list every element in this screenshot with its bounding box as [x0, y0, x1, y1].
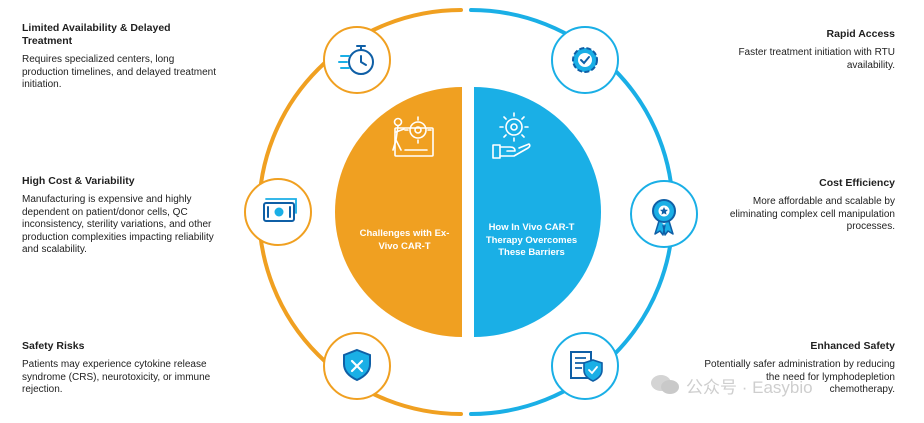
item-body: Faster treatment initiation with RTU ava… — [738, 47, 895, 71]
center-right-half — [474, 87, 601, 337]
right-item-cost-efficiency: Cost Efficiency More affordable and scal… — [715, 177, 895, 234]
item-title: Safety Risks — [22, 340, 85, 352]
hand-gear-icon — [492, 112, 531, 159]
item-title: Enhanced Safety — [810, 340, 895, 352]
right-item-rapid-access: Rapid Access Faster treatment initiation… — [700, 28, 895, 72]
right-node-1 — [551, 26, 619, 94]
chat-bubble-icon — [651, 375, 679, 394]
shield-x-icon — [343, 348, 371, 382]
item-body: More affordable and scalable by eliminat… — [729, 196, 895, 232]
right-item-safety: Enhanced Safety Potentially safer admini… — [700, 340, 895, 397]
center-right-label: How In Vivo CAR-T Therapy Overcomes Thes… — [485, 222, 578, 258]
left-item-cost: High Cost & Variability Manufacturing is… — [22, 175, 227, 257]
left-node-1 — [323, 26, 391, 94]
left-item-safety: Safety Risks Patients may experience cyt… — [22, 340, 217, 397]
item-body: Patients may experience cytokine release… — [22, 359, 211, 395]
document-shield-icon — [570, 351, 603, 382]
item-title: Rapid Access — [826, 28, 895, 40]
award-ribbon-icon — [652, 199, 676, 236]
left-item-availability: Limited Availability & Delayed Treatment… — [22, 22, 222, 92]
right-node-3 — [551, 332, 619, 400]
center-left-label: Challenges with Ex-Vivo CAR-T — [359, 228, 450, 252]
watermark-text: 公众号 · Easybio — [686, 377, 813, 397]
item-body: Requires specialized centers, long produ… — [22, 54, 217, 90]
item-title: High Cost & Variability — [22, 175, 135, 187]
stopwatch-icon — [338, 45, 374, 75]
left-node-3 — [323, 332, 391, 400]
item-body: Potentially safer administration by redu… — [704, 359, 895, 395]
watermark: 公众号 · Easybio — [650, 370, 910, 400]
left-node-2 — [244, 178, 312, 246]
item-title: Limited Availability & Delayed Treatment — [22, 22, 171, 47]
worker-gear-icon — [392, 116, 434, 157]
right-node-2 — [630, 180, 698, 248]
item-body: Manufacturing is expensive and highly de… — [22, 194, 214, 255]
money-icon — [263, 198, 297, 222]
center-left-half — [335, 87, 462, 337]
gear-check-icon — [572, 47, 598, 73]
item-title: Cost Efficiency — [819, 177, 895, 189]
